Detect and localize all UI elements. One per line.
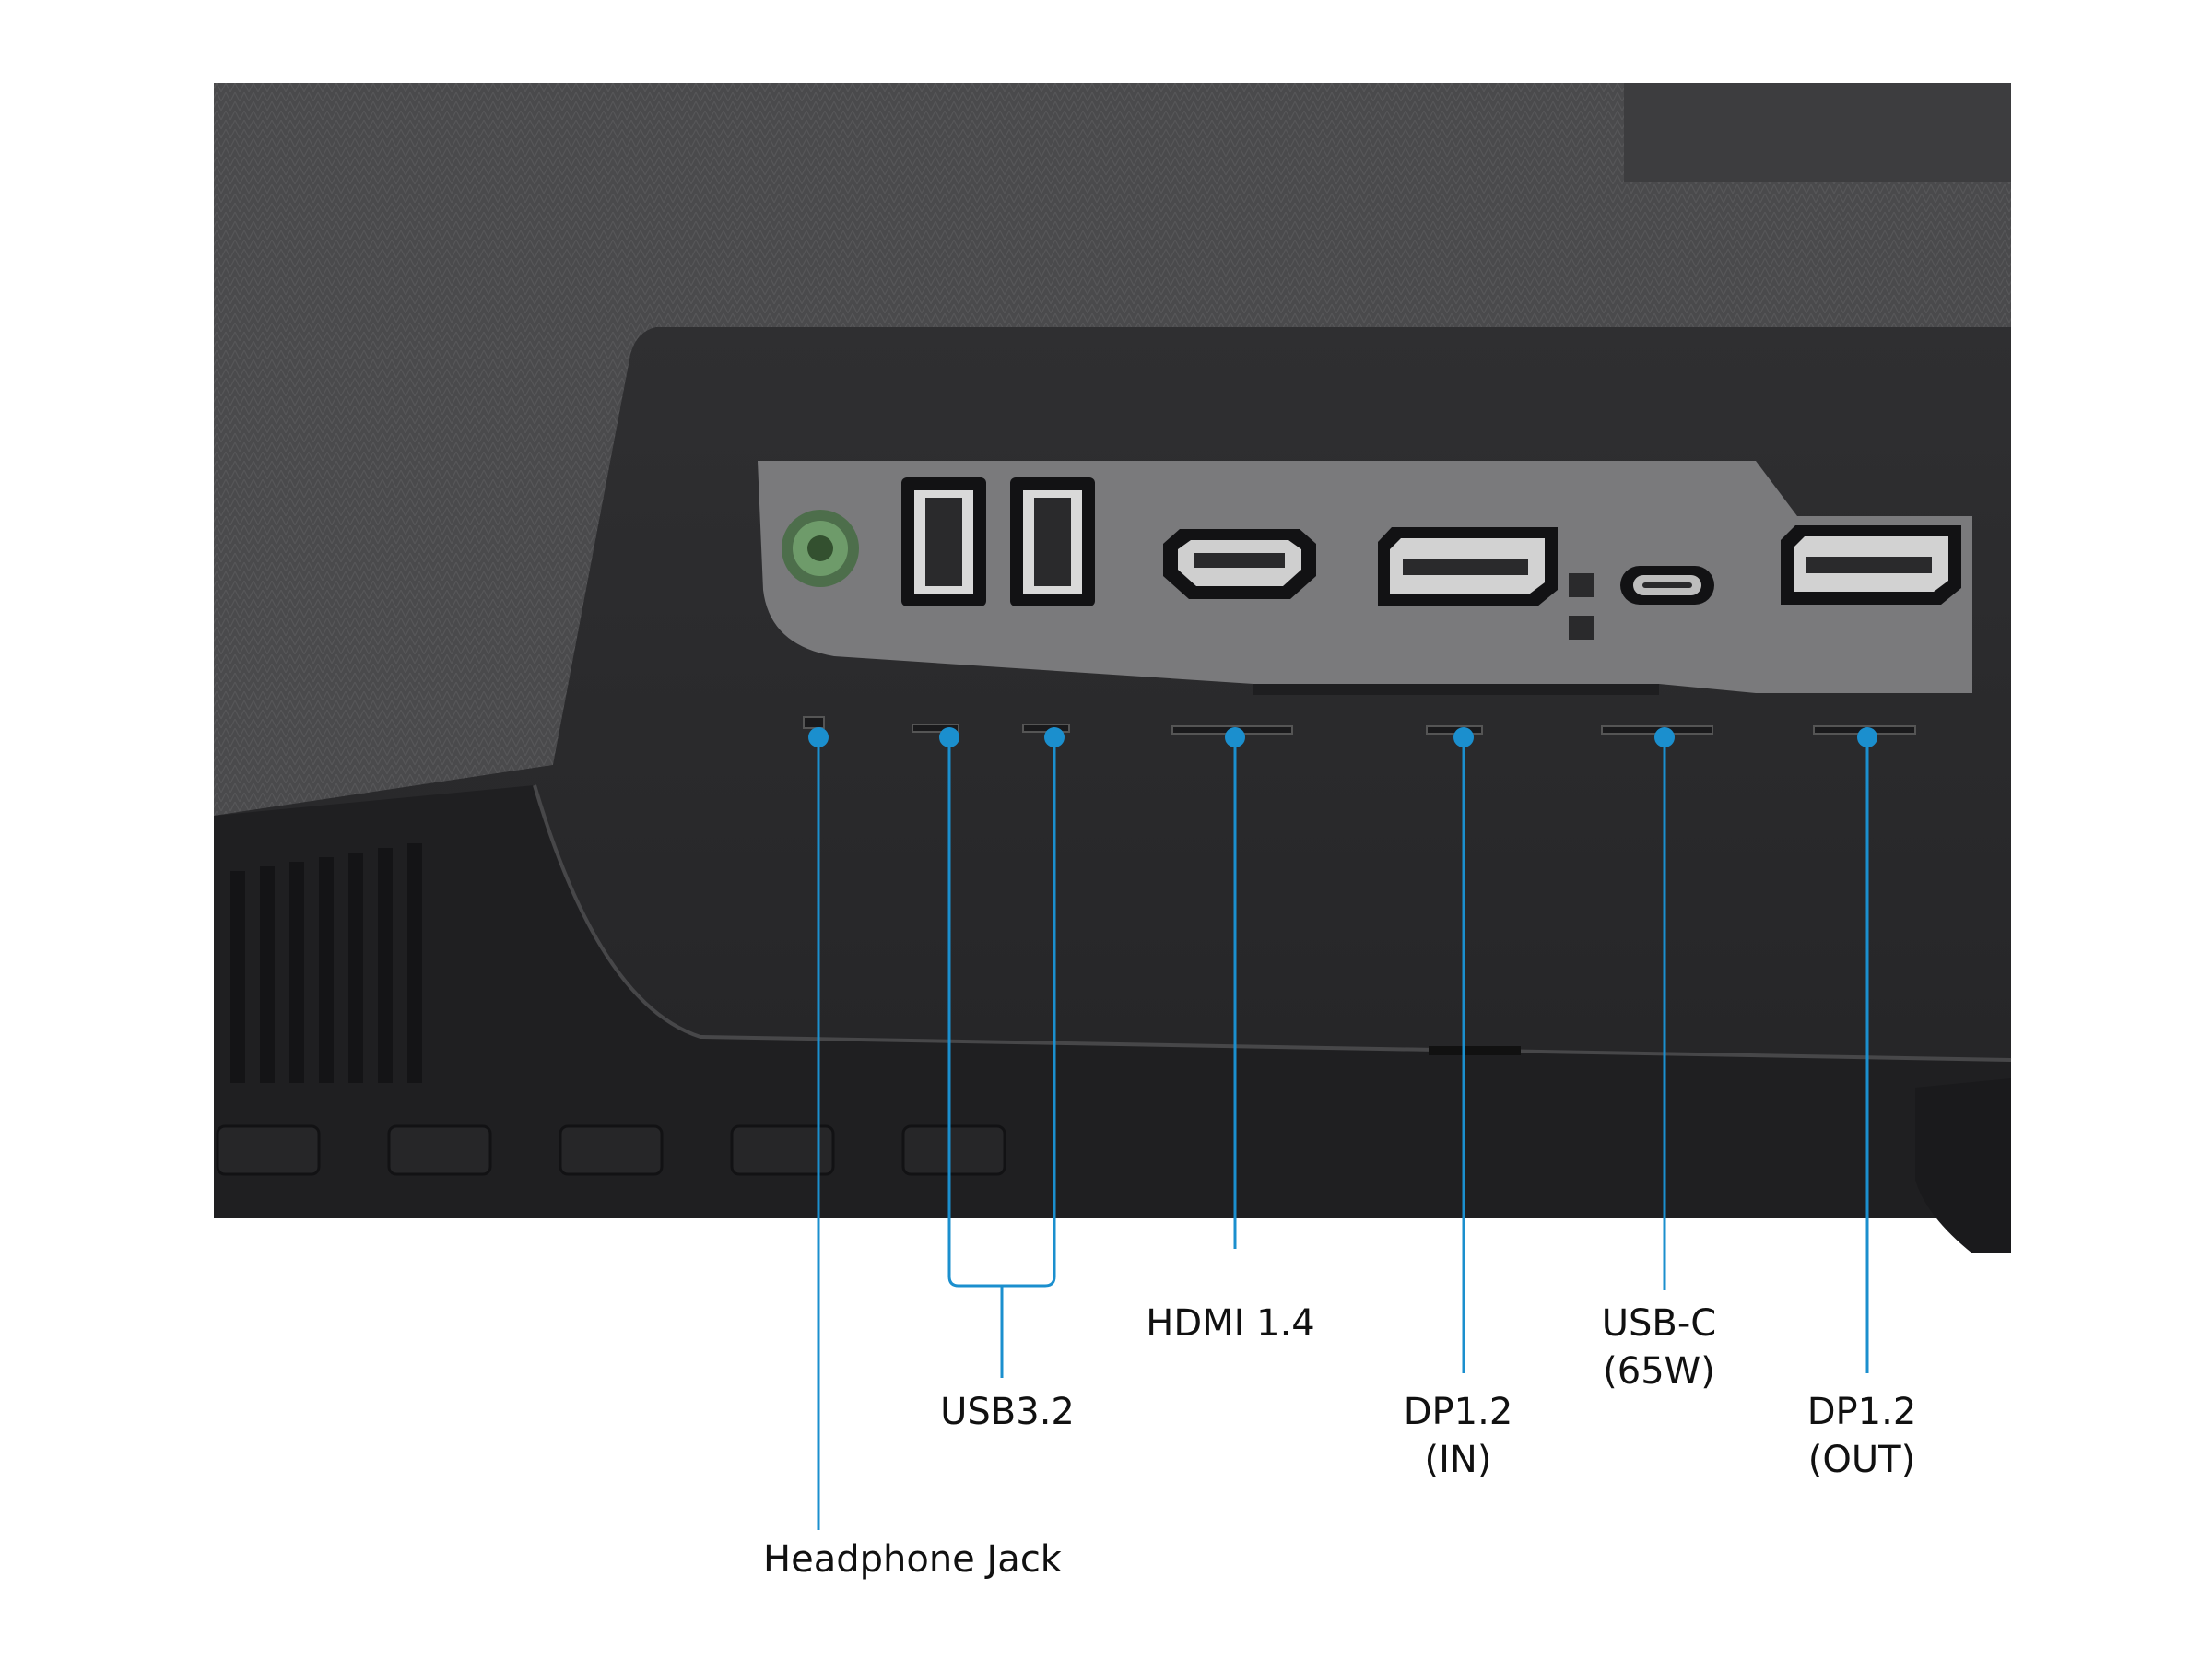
dp-out-port-icon xyxy=(1781,525,1961,605)
usb-c-port-icon xyxy=(1620,566,1714,605)
headphone-callout-dot xyxy=(808,727,829,747)
dp-out-label: DP1.2 (OUT) xyxy=(1807,1388,1917,1484)
rubber-feet xyxy=(216,1124,1006,1176)
headphone-jack-icon xyxy=(782,510,859,587)
headphone-jack-label-text: Headphone Jack xyxy=(763,1538,1062,1581)
stand-hinge xyxy=(1915,1078,2011,1253)
usb-a-port-2-icon xyxy=(1010,477,1095,606)
usb2-callout-dot xyxy=(1044,727,1065,747)
dp-out-label-line2: (OUT) xyxy=(1807,1439,1916,1481)
hdmi-label: HDMI 1.4 xyxy=(1146,1300,1315,1347)
usb-label-text: USB3.2 xyxy=(940,1391,1075,1433)
dp-out-label-line1: DP1.2 xyxy=(1806,1391,1917,1433)
hdmi-port-icon xyxy=(1163,529,1316,599)
dp-in-label-line2: (IN) xyxy=(1424,1439,1492,1481)
usb-c-label-line1: USB-C xyxy=(1601,1302,1717,1345)
usb1-callout-dot xyxy=(939,727,959,747)
hdmi-label-text: HDMI 1.4 xyxy=(1146,1302,1315,1345)
dp-in-label: DP1.2 (IN) xyxy=(1404,1388,1513,1484)
dp-in-marker-icon xyxy=(1569,573,1594,640)
usb-c-label-line2: (65W) xyxy=(1603,1350,1715,1393)
callout-dots xyxy=(808,727,1877,747)
usb-c-callout-dot xyxy=(1654,727,1675,747)
usb-label: USB3.2 xyxy=(940,1388,1075,1436)
callout-lines xyxy=(817,737,1869,1530)
dp-out-callout-dot xyxy=(1857,727,1877,747)
headphone-jack-label: Headphone Jack xyxy=(763,1535,1062,1583)
hdmi-callout-dot xyxy=(1225,727,1245,747)
vent-slats xyxy=(230,843,422,1083)
usb-c-label: USB-C (65W) xyxy=(1602,1300,1716,1395)
dp-in-label-line1: DP1.2 xyxy=(1403,1391,1513,1433)
dp-in-callout-dot xyxy=(1453,727,1474,747)
usb-a-port-1-icon xyxy=(901,477,986,606)
dp-in-port-icon xyxy=(1378,527,1558,606)
